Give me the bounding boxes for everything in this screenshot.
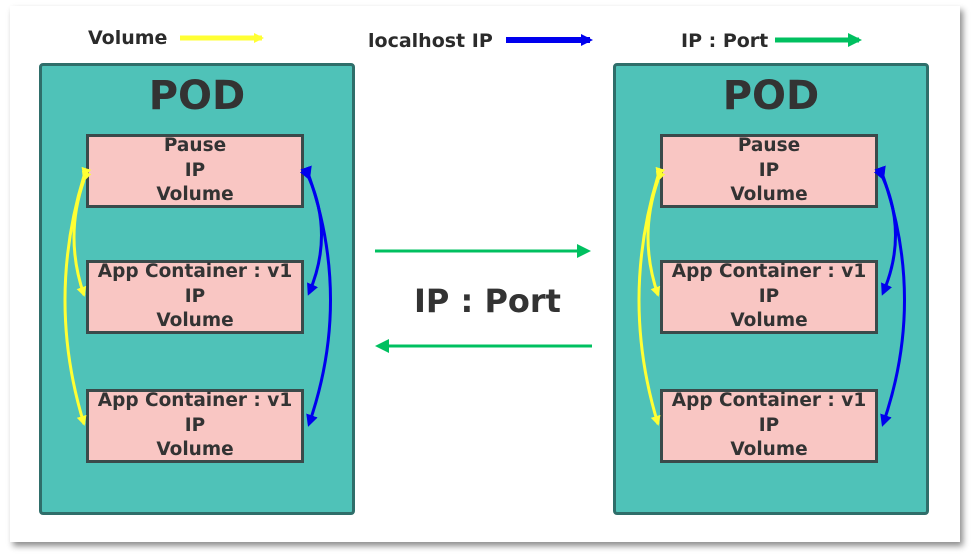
container-line: Volume: [730, 184, 808, 206]
legend-ipport-label: IP : Port: [681, 30, 769, 52]
legend-volume-label: Volume: [88, 27, 168, 49]
container-line: Pause: [163, 135, 227, 157]
pod-right-title: POD: [722, 73, 820, 119]
container-line: IP: [758, 285, 780, 307]
container-line: Pause: [737, 135, 801, 157]
container-line: App Container : v1: [671, 390, 867, 412]
container-line: App Container : v1: [97, 261, 293, 283]
container-line: IP: [758, 414, 780, 436]
legend-localhost-label: localhost IP: [368, 30, 493, 52]
container-line: Volume: [156, 310, 234, 332]
container-line: Volume: [730, 310, 808, 332]
pod-left-container-pause: Pause IP Volume: [86, 134, 304, 208]
pod-right-container-app-2: App Container : v1 IP Volume: [660, 389, 878, 463]
pod-right-container-app-1: App Container : v1 IP Volume: [660, 260, 878, 334]
pod-right-volume-arrow-outer: [637, 166, 666, 426]
container-line: IP: [184, 159, 206, 181]
pod-right-container-pause: Pause IP Volume: [660, 134, 878, 208]
pod-left-localhost-arrow-outer: [300, 165, 332, 427]
pod-left-container-app-2: App Container : v1 IP Volume: [86, 389, 304, 463]
container-line: App Container : v1: [97, 390, 293, 412]
container-line: IP: [184, 285, 206, 307]
container-line: Volume: [156, 184, 234, 206]
pod-left-title: POD: [148, 73, 246, 119]
container-line: Volume: [156, 439, 234, 461]
container-line: IP: [184, 414, 206, 436]
pod-left-volume-arrow-outer: [63, 166, 92, 426]
inter-pod-ipport-label: IP : Port: [414, 282, 561, 320]
pod-right-localhost-arrow-outer: [874, 165, 906, 427]
container-line: App Container : v1: [671, 261, 867, 283]
container-line: Volume: [730, 439, 808, 461]
container-line: IP: [758, 159, 780, 181]
